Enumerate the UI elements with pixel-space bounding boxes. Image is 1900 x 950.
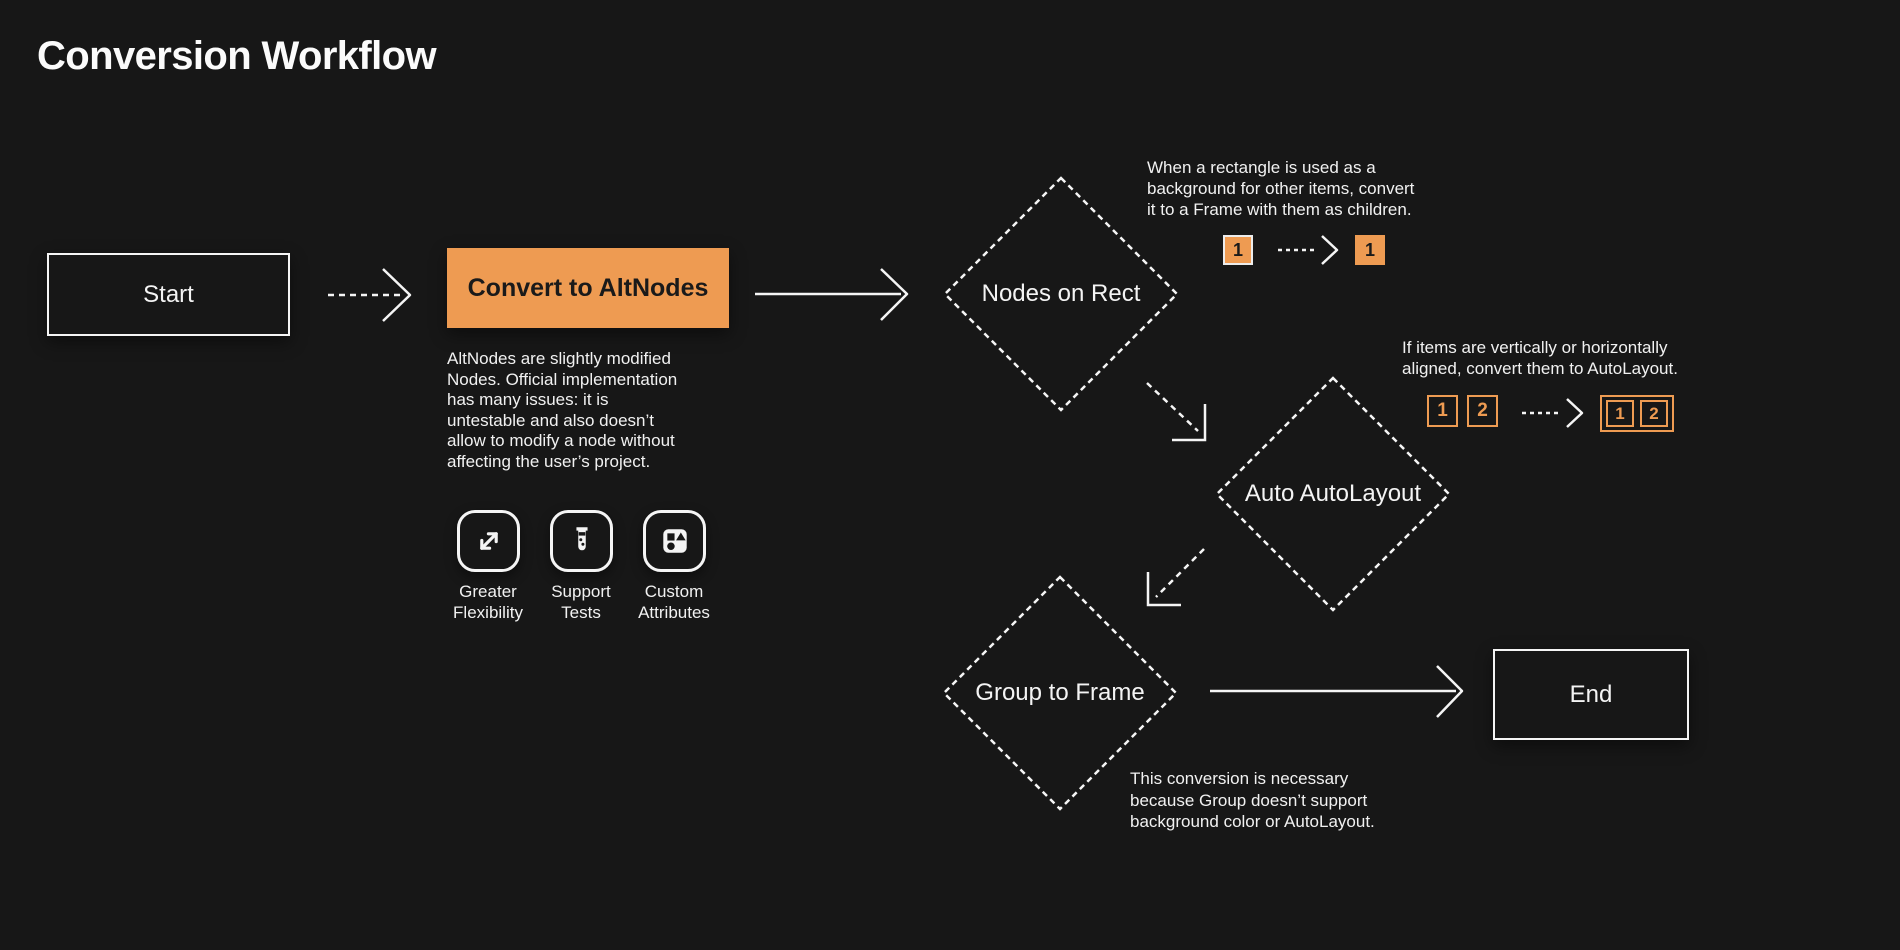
badge-arrow-rect [1278,235,1339,265]
end-node-label: End [1569,680,1613,708]
group-note: This conversion is necessary because Gro… [1130,769,1375,831]
arrow-start-to-convert [328,268,412,322]
test-tube-icon [575,527,588,551]
nodes-on-rect-label: Nodes on Rect [981,280,1141,307]
feature-label-tests: Support Tests [551,582,611,622]
feature-label-flexibility: Greater Flexibility [453,582,523,622]
arrow-rect-to-autolayout [1146,382,1207,442]
align-result-box-1: 1 [1606,400,1634,427]
rect-note: When a rectangle is used as a background… [1147,158,1415,219]
arrow-convert-to-rect [755,268,909,321]
arrow-autolayout-to-group [1146,548,1205,607]
group-to-frame-label: Group to Frame [975,679,1145,706]
auto-autolayout-label: Auto AutoLayout [1244,480,1422,507]
badge-rect-after: 1 [1355,235,1385,265]
align-box-2: 2 [1467,395,1498,427]
feature-card-attributes [643,510,706,572]
page-title: Conversion Workflow [37,34,437,78]
start-node: Start [47,253,290,336]
feature-card-tests [550,510,613,572]
diamond-group-to-frame [942,575,1178,811]
diamond-nodes-on-rect [943,176,1179,412]
diamond-auto-autolayout [1215,376,1451,612]
autolayout-note: If items are vertically or horizontally … [1402,338,1678,378]
end-node: End [1493,649,1689,740]
align-result-container: 1 2 [1600,395,1674,432]
align-box-1: 1 [1427,395,1458,427]
altnodes-description: AltNodes are slightly modified Nodes. Of… [447,349,678,471]
shapes-icon [662,529,687,553]
badge-arrow-align [1522,398,1584,428]
convert-node: Convert to AltNodes [447,248,729,328]
convert-node-label: Convert to AltNodes [467,273,709,302]
feature-card-flexibility [457,510,520,572]
align-result-box-2: 2 [1640,400,1668,427]
arrow-group-to-end [1210,665,1464,718]
start-node-label: Start [143,280,194,308]
feature-label-attributes: Custom Attributes [638,582,710,622]
badge-rect-before: 1 [1223,235,1253,265]
expand-icon [479,532,498,550]
